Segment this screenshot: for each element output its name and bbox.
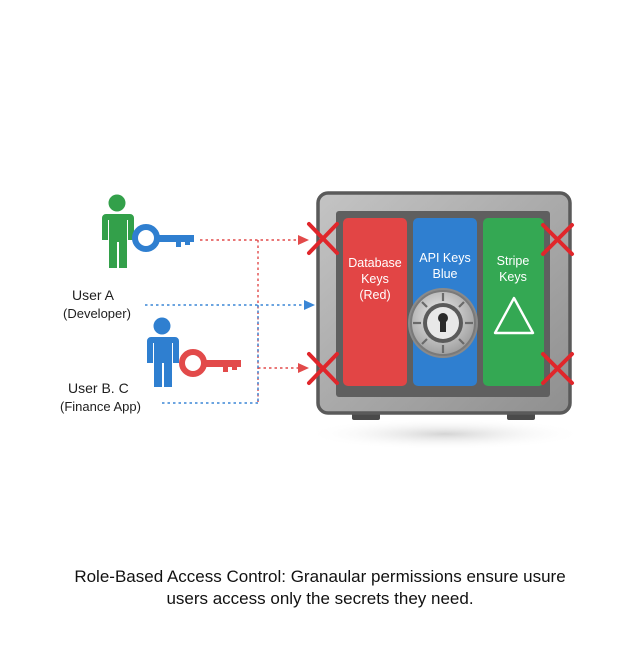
deny-x-bottom-left-icon bbox=[307, 352, 339, 385]
access-lines bbox=[145, 235, 315, 404]
compartment-green-label: Stripe Keys bbox=[483, 253, 543, 285]
user-a-body bbox=[102, 214, 134, 268]
user-b-figure-icon bbox=[147, 317, 179, 387]
compartment-red bbox=[343, 218, 407, 386]
deny-x-bottom-right-icon bbox=[541, 352, 574, 385]
compartment-red-label-line: Database bbox=[348, 256, 402, 270]
blue-arrowhead bbox=[304, 300, 315, 310]
warning-triangle-icon bbox=[493, 296, 535, 335]
compartment-green-label-line: Keys bbox=[499, 270, 527, 284]
deny-x-top-left-icon bbox=[307, 222, 339, 255]
vault-shadow bbox=[305, 418, 585, 450]
user-a-name: User A bbox=[72, 287, 115, 303]
compartment-green-label-line: Stripe bbox=[496, 254, 530, 268]
user-b-body bbox=[147, 337, 179, 387]
compartment-red-label: Database Keys (Red) bbox=[345, 255, 405, 303]
caption-line-1: Role-Based Access Control: Granaular per… bbox=[74, 567, 566, 586]
blue-key-icon bbox=[132, 224, 194, 252]
compartment-red-label-line: Keys bbox=[361, 272, 389, 286]
caption-line-2: users access only the secrets they need. bbox=[166, 589, 474, 608]
compartment-red-label-line: (Red) bbox=[359, 288, 391, 302]
user-b-head bbox=[153, 317, 171, 335]
compartment-green bbox=[483, 218, 544, 386]
user-a-head bbox=[108, 194, 126, 212]
dial-lock-icon bbox=[408, 288, 478, 358]
red-arrowhead-top bbox=[298, 235, 309, 245]
red-arrowhead-lower bbox=[298, 363, 309, 373]
user-b-role: (Finance App) bbox=[60, 399, 141, 414]
vault-icon bbox=[305, 191, 585, 450]
user-a-role: (Developer) bbox=[63, 306, 131, 321]
red-key-icon bbox=[179, 349, 241, 377]
compartment-blue-label-line: Blue bbox=[432, 267, 458, 281]
deny-x-top-right-icon bbox=[541, 223, 574, 256]
compartment-blue-label-line: API Keys bbox=[419, 251, 471, 265]
compartment-blue-label: API Keys Blue bbox=[415, 250, 475, 282]
user-b-name: User B. C bbox=[68, 380, 129, 396]
user-a-figure-icon bbox=[102, 194, 134, 268]
